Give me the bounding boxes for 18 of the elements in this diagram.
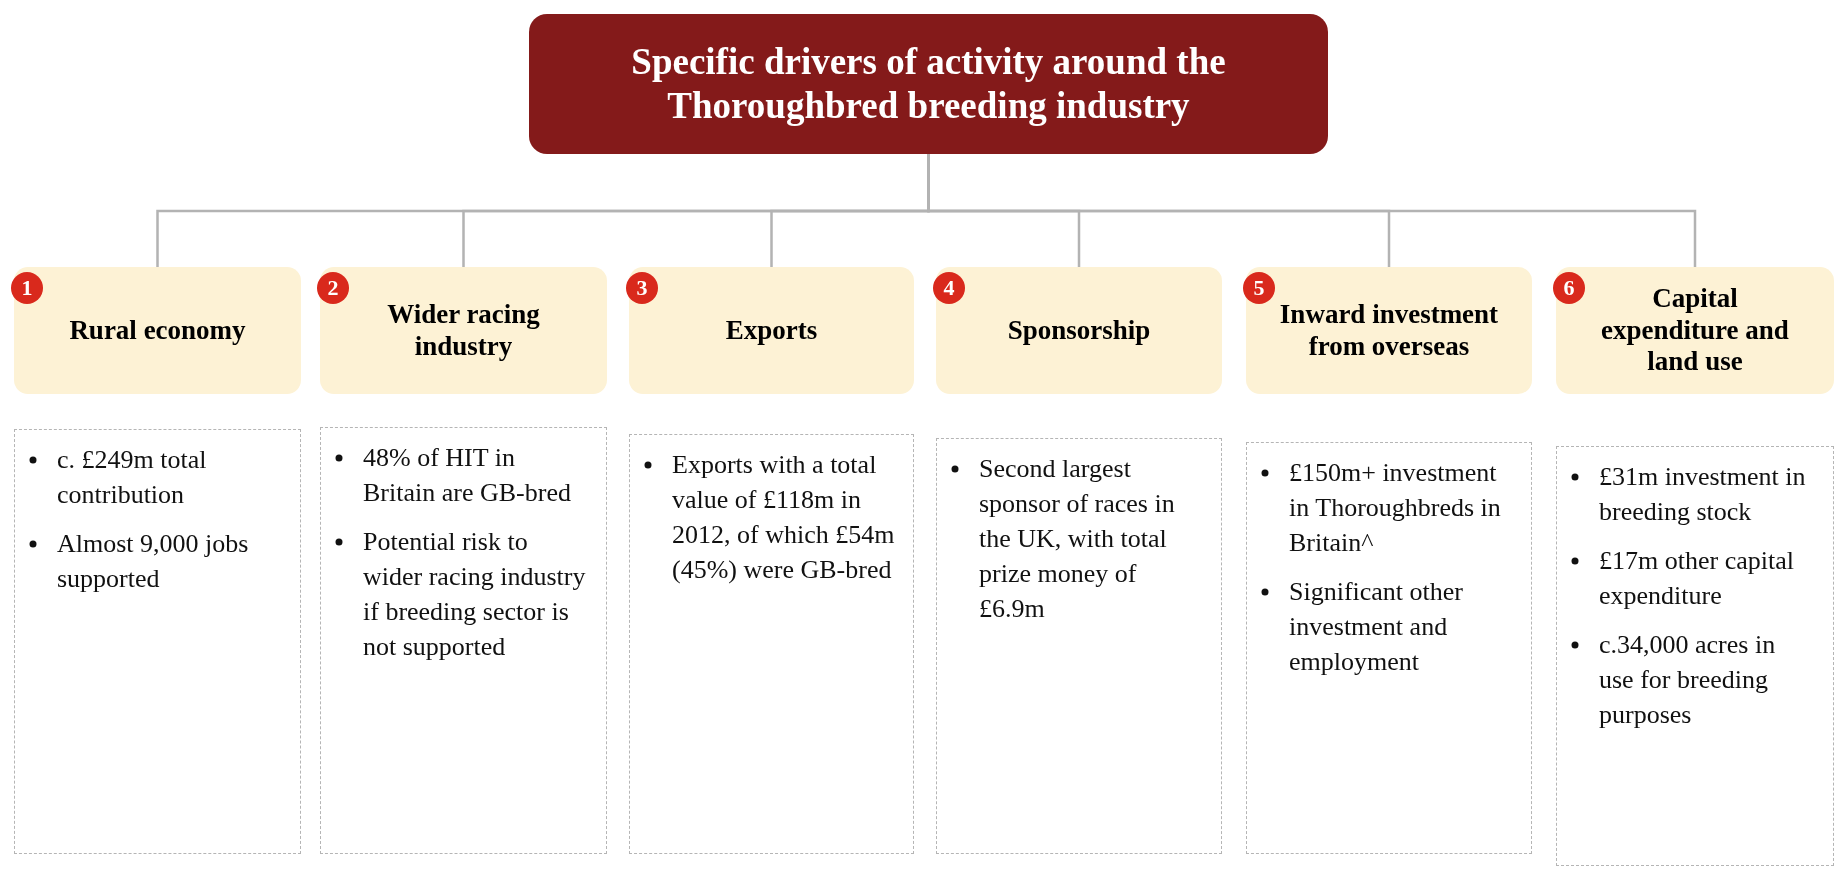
bullet-text: 48% of HIT in Britain are GB-bred [363, 442, 572, 509]
bullet-text: c. £249m total contribution [57, 444, 208, 511]
bullet-text: £31m investment in breeding stock [1599, 461, 1807, 528]
bullet-text: Significant other investment and employment [1289, 576, 1464, 678]
detail-panel [629, 434, 914, 854]
bullet-text: £17m other capital expenditure [1599, 545, 1795, 612]
bullet-text: Exports with a total value of £118m in 2012, of which £54m (45%) were GB-bred [672, 449, 895, 586]
bullet-text: Potential risk to wider racing industry if breeding sector is not supported [363, 526, 587, 663]
detail-panel [14, 429, 301, 854]
detail-panel [320, 427, 607, 854]
detail-panel [936, 438, 1222, 854]
bullet-text: Almost 9,000 jobs supported [57, 528, 250, 595]
bullet-text: £150m+ investment in Thoroughbreds in Britain^ [1289, 457, 1502, 559]
title-banner: Specific drivers of activity around the Thoroughbred breeding industry [529, 14, 1328, 154]
bullet-text: Second largest sponsor of races in the UK, with total prize money of £6.9m [979, 453, 1176, 625]
detail-panel [1556, 446, 1834, 866]
bullet-text: c.34,000 acres in use for breeding purposes [1599, 629, 1777, 731]
detail-panel [1246, 442, 1532, 854]
